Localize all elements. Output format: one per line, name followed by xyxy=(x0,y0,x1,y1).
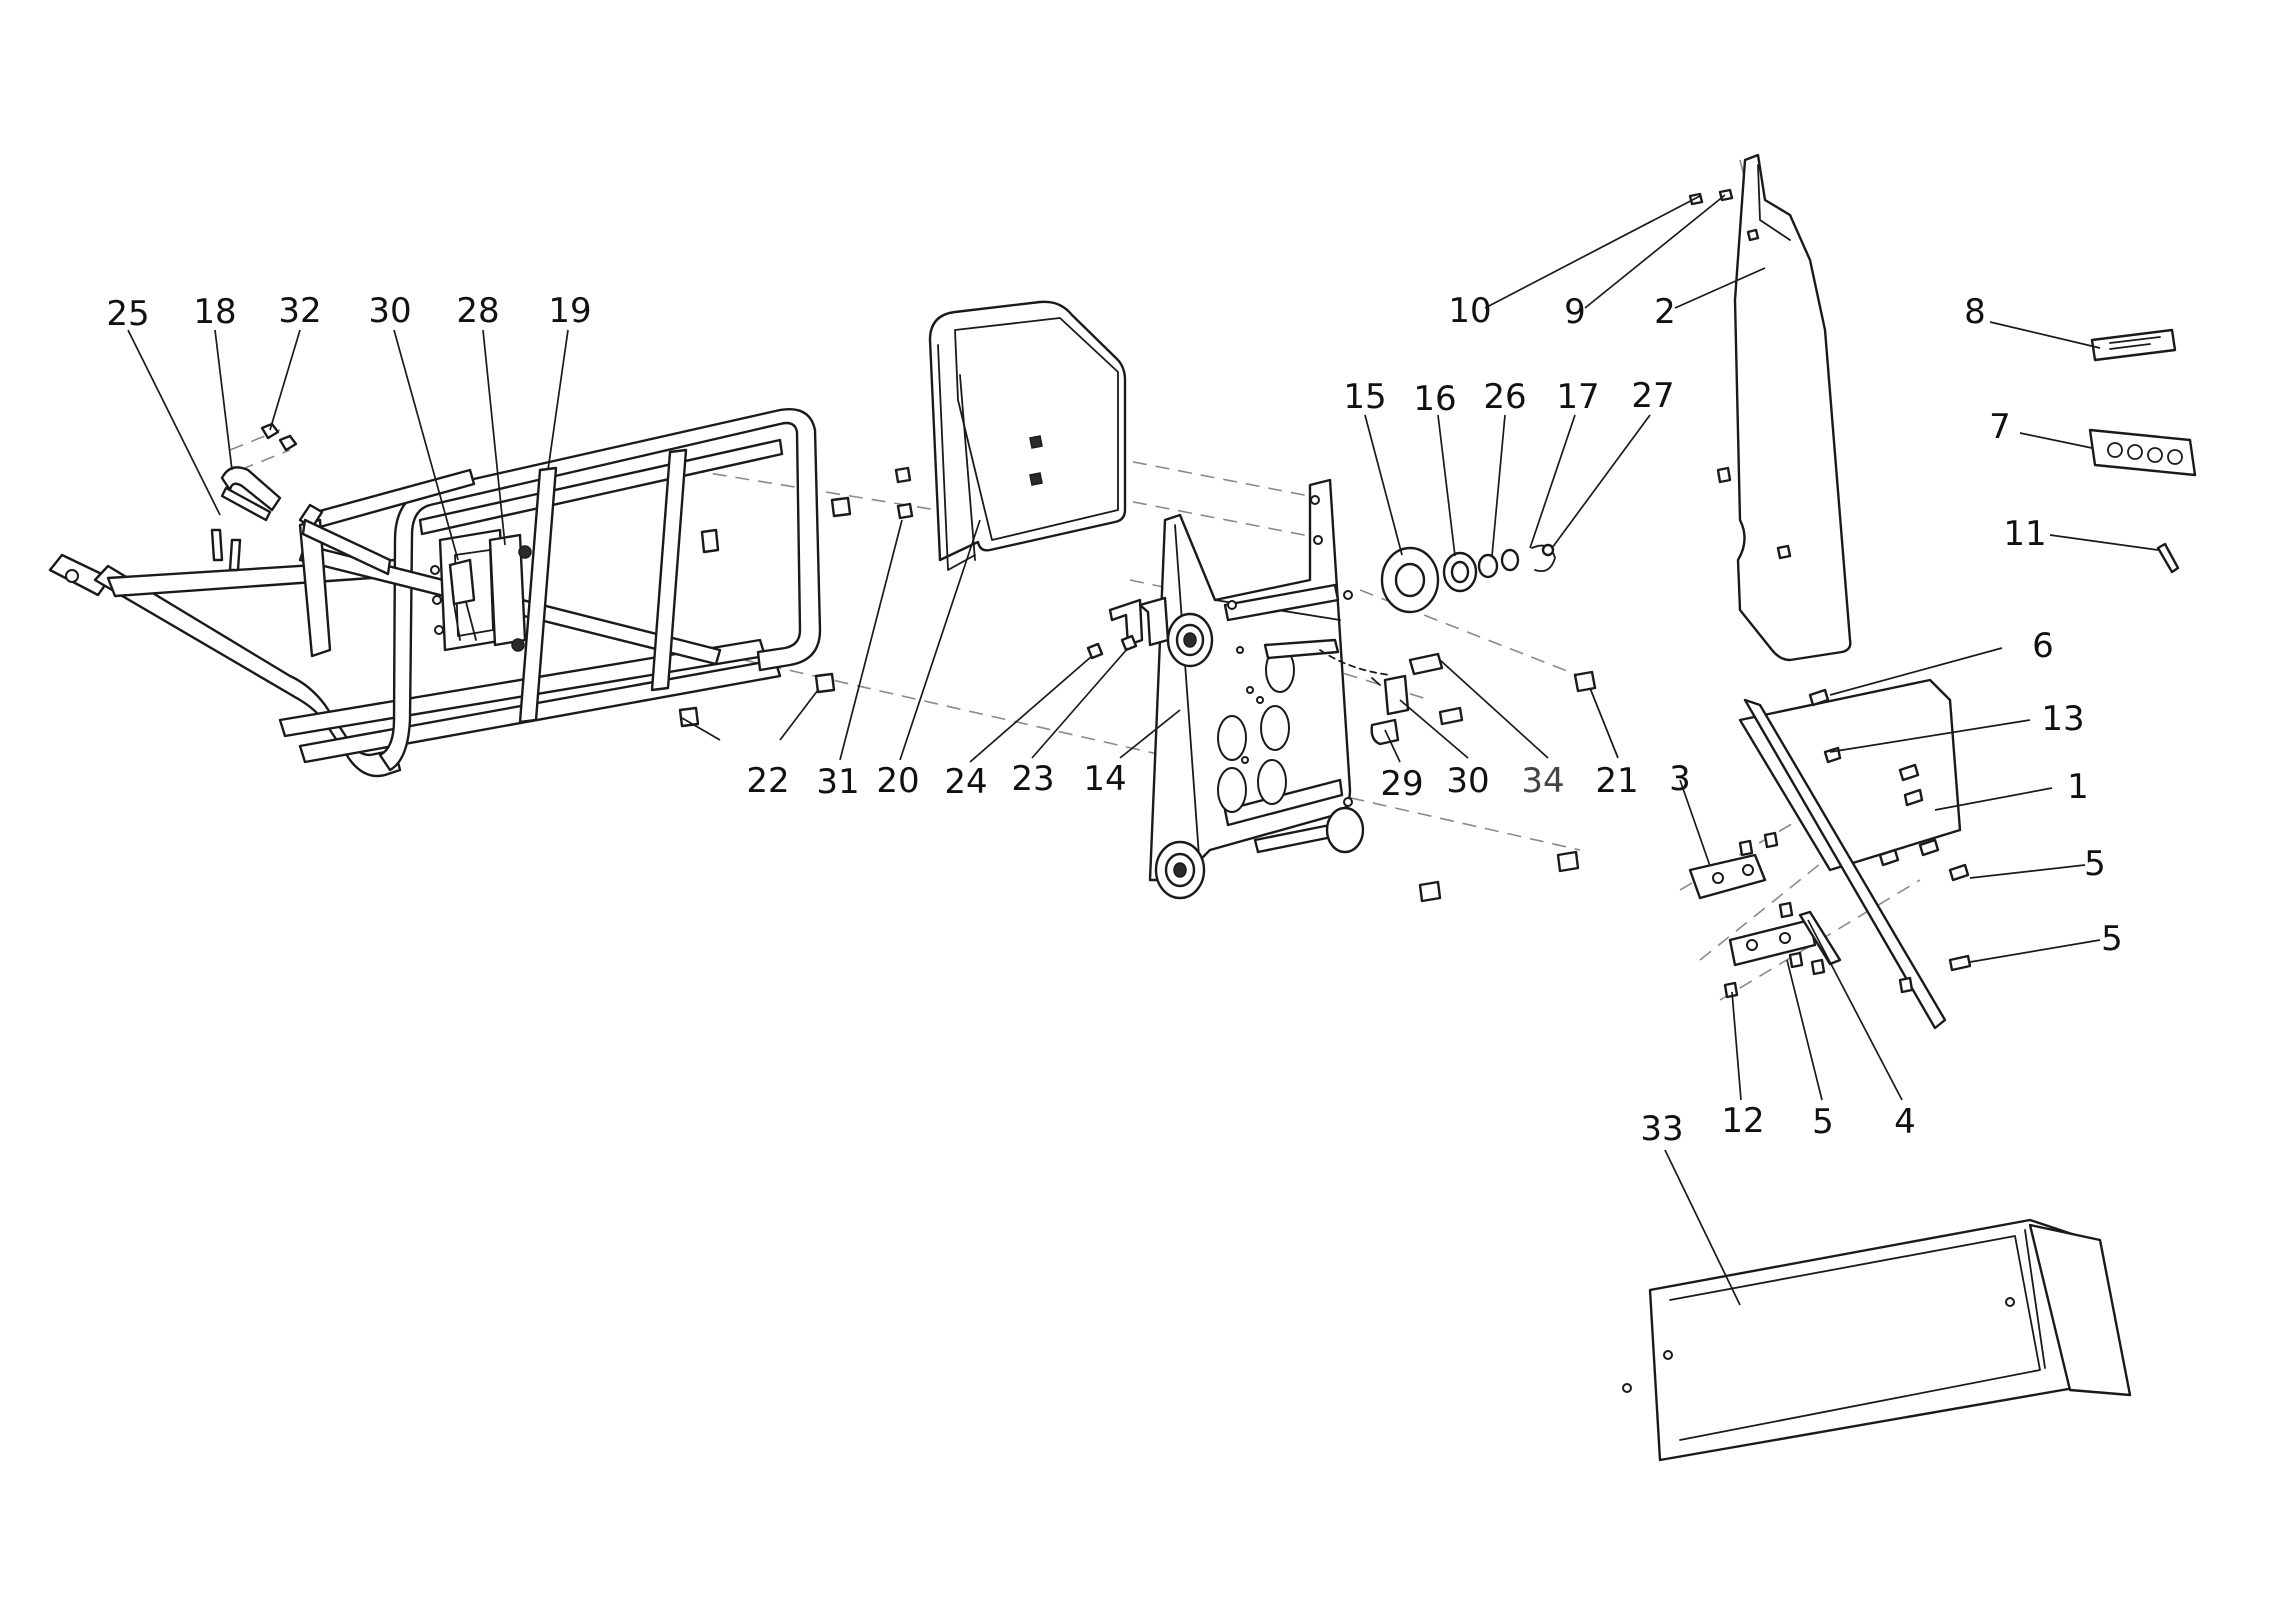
callout-13: 13 xyxy=(2041,699,2084,739)
callout-30-right: 30 xyxy=(1446,761,1489,801)
callout-7: 7 xyxy=(1989,407,2011,447)
box-cover xyxy=(894,300,1127,571)
chute-assembly xyxy=(1688,678,1972,1030)
bearing-stack xyxy=(1380,543,1556,614)
callout-9: 9 xyxy=(1564,292,1586,332)
callout-10: 10 xyxy=(1448,291,1491,331)
nuts-32 xyxy=(260,422,298,452)
callout-24: 24 xyxy=(944,762,987,802)
callout-29: 29 xyxy=(1380,764,1423,804)
callout-32: 32 xyxy=(278,291,321,331)
callout-33: 33 xyxy=(1640,1109,1683,1149)
callout-23: 23 xyxy=(1011,759,1054,799)
callout-17: 17 xyxy=(1556,377,1599,417)
callout-8: 8 xyxy=(1964,292,1986,332)
callout-5-b: 5 xyxy=(2101,919,2123,959)
bolts-21 xyxy=(1418,670,1597,903)
callout-5-a: 5 xyxy=(2084,844,2106,884)
callout-31: 31 xyxy=(816,762,859,802)
callout-5-c: 5 xyxy=(1812,1102,1834,1142)
bolt-near-plate xyxy=(1438,706,1464,726)
bracket-28 xyxy=(488,533,532,652)
callout-19: 19 xyxy=(548,291,591,331)
callout-6: 6 xyxy=(2032,626,2054,666)
callout-34: 34 xyxy=(1521,761,1564,801)
cable-34 xyxy=(1319,649,1444,676)
callout-11: 11 xyxy=(2003,514,2046,554)
tray-33 xyxy=(1622,1218,2132,1462)
bolts-25 xyxy=(210,528,242,572)
callout-20: 20 xyxy=(876,761,919,801)
leader-lines xyxy=(127,194,2159,1306)
callout-25: 25 xyxy=(106,294,149,334)
callout-12: 12 xyxy=(1721,1101,1764,1141)
clamp-18 xyxy=(220,466,282,522)
callout-21: 21 xyxy=(1595,761,1638,801)
pin-11 xyxy=(2156,542,2180,574)
callout-15: 15 xyxy=(1343,377,1386,417)
callout-22: 22 xyxy=(746,761,789,801)
decal-7 xyxy=(2088,428,2197,477)
switch-right xyxy=(1371,674,1410,716)
callout-14: 14 xyxy=(1083,759,1126,799)
tube-frame xyxy=(48,408,822,778)
callout-16: 16 xyxy=(1413,379,1456,419)
callout-4: 4 xyxy=(1894,1102,1916,1142)
decal-8 xyxy=(2090,328,2177,362)
callout-26: 26 xyxy=(1483,377,1526,417)
callout-27: 27 xyxy=(1631,376,1674,416)
callout-28: 28 xyxy=(456,291,499,331)
callout-labels: 25 18 32 30 28 19 10 9 2 8 15 16 26 17 2… xyxy=(106,291,2122,1149)
callout-1: 1 xyxy=(2067,767,2089,807)
callout-18: 18 xyxy=(193,292,236,332)
brackets-23-24 xyxy=(1086,596,1170,660)
main-plate xyxy=(1148,478,1353,882)
callout-3: 3 xyxy=(1669,759,1691,799)
switch-left xyxy=(448,558,477,641)
pulleys xyxy=(1154,612,1365,900)
callout-30-left: 30 xyxy=(368,291,411,331)
bushings xyxy=(678,496,852,728)
side-panel xyxy=(1688,153,1852,662)
callout-2: 2 xyxy=(1654,292,1676,332)
clip-29 xyxy=(1370,718,1400,746)
